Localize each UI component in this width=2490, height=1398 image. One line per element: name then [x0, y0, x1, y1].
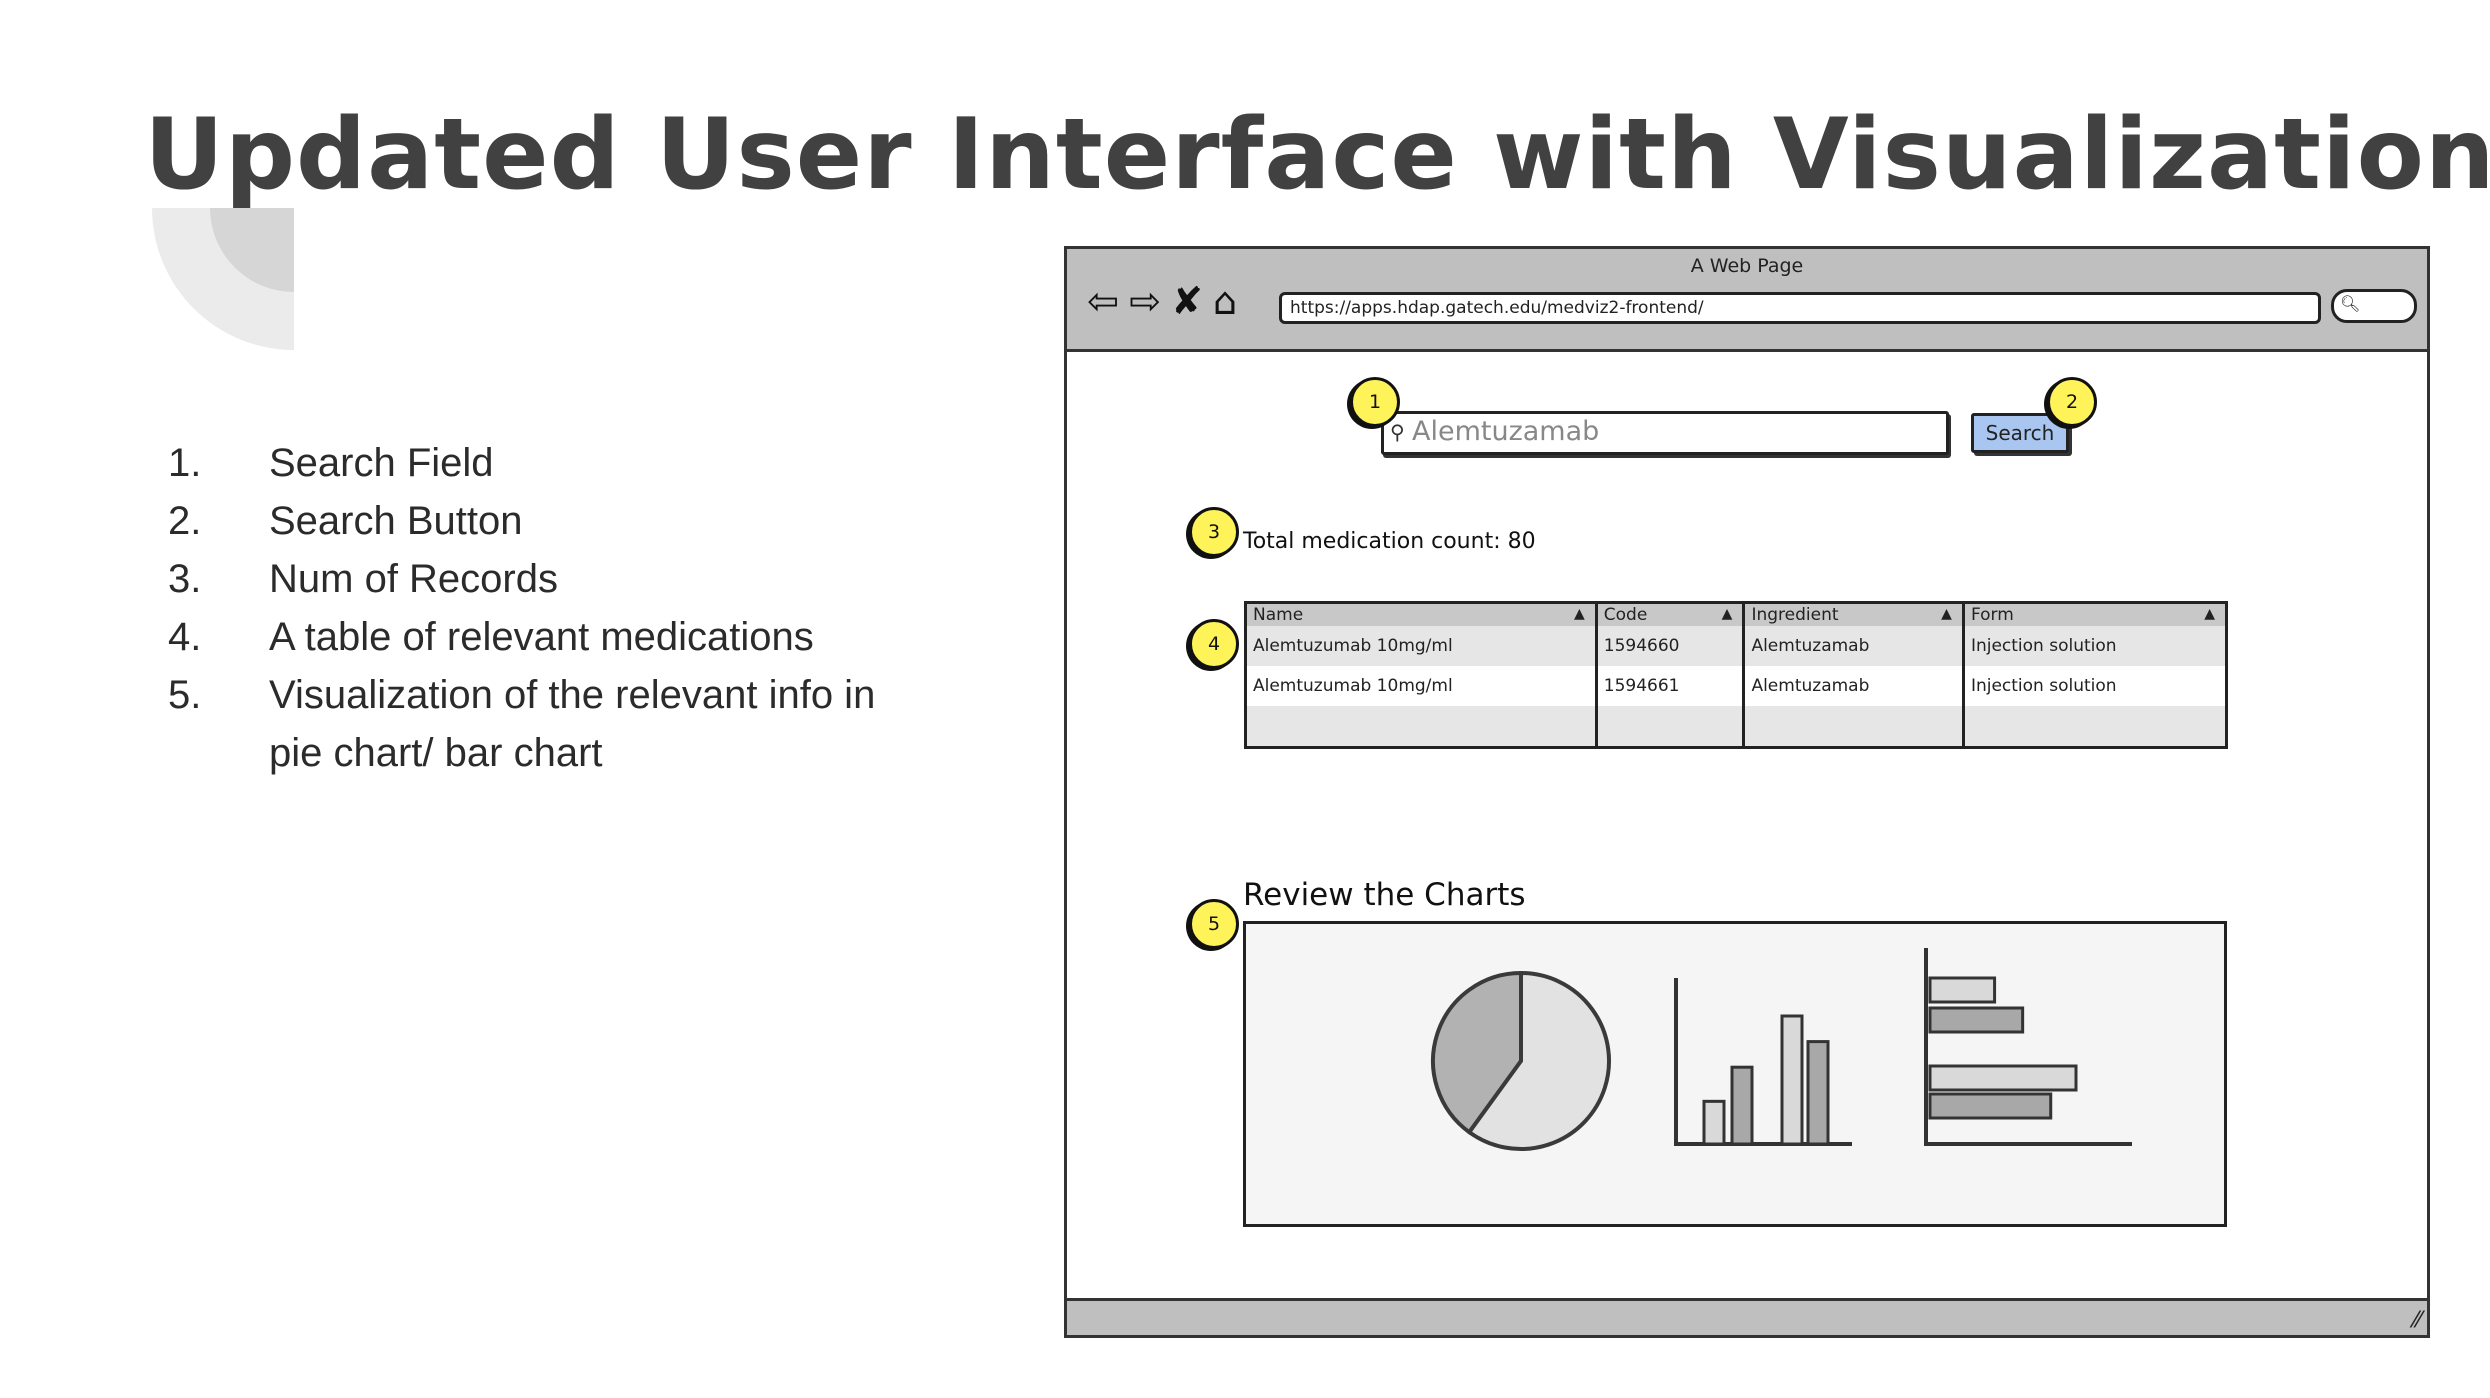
hbar — [1928, 1006, 2025, 1034]
cell-ingredient: Alemtuzamab — [1743, 666, 1965, 706]
browser-window-mockup: A Web Page ⇦ ⇨ ✘ ⌂ https://apps.hdap.gat… — [1064, 246, 2430, 1338]
charts-section-title: Review the Charts — [1243, 877, 1526, 913]
sort-arrow-icon: ▲ — [1721, 606, 1733, 622]
legend-item: 2.Search Button — [168, 499, 523, 543]
browser-status-bar: ⁄⁄ — [1067, 1298, 2427, 1335]
search-button[interactable]: Search — [1971, 413, 2069, 453]
browser-search-field[interactable]: 🔍︎ — [2331, 289, 2417, 323]
column-header-name[interactable]: Name▲ — [1245, 602, 1598, 626]
legend-item: 3.Num of Records — [168, 557, 558, 601]
table-row[interactable]: Alemtuzumab 10mg/ml 1594660 Alemtuzamab … — [1245, 626, 2229, 666]
legend-list: 1.Search Field 2.Search Button 3.Num of … — [168, 434, 909, 782]
home-icon[interactable]: ⌂ — [1212, 279, 1238, 323]
cell-name: Alemtuzumab 10mg/ml — [1245, 626, 1598, 666]
charts-panel — [1243, 921, 2227, 1227]
search-input[interactable]: ⚲ Alemtuzamab — [1381, 411, 1949, 455]
medications-table: Name▲ Code▲ Ingredient▲ Form▲ Alemtuzuma… — [1244, 601, 2229, 749]
search-input-value: Alemtuzamab — [1412, 416, 1600, 447]
annotation-badge-1: 1 — [1350, 377, 1400, 427]
hbar — [1928, 1064, 2078, 1092]
annotation-badge-4: 4 — [1189, 619, 1239, 669]
table-row[interactable]: Alemtuzumab 10mg/ml 1594661 Alemtuzamab … — [1245, 666, 2229, 706]
cell-form: Injection solution — [1963, 666, 2229, 706]
sort-arrow-icon: ▲ — [2204, 606, 2215, 622]
column-header-form[interactable]: Form▲ — [1963, 602, 2229, 626]
legend-item: 1.Search Field — [168, 441, 494, 485]
window-title: A Web Page — [1690, 255, 1804, 277]
legend-item: 5.Visualization of the relevant info in … — [168, 673, 876, 775]
cell-ingredient: Alemtuzamab — [1743, 626, 1965, 666]
cell-name: Alemtuzumab 10mg/ml — [1245, 666, 1598, 706]
hbar — [1928, 1092, 2053, 1120]
bar — [1806, 1040, 1830, 1146]
column-header-ingredient[interactable]: Ingredient▲ — [1743, 602, 1965, 626]
cell-code: 1594660 — [1596, 626, 1746, 666]
charts-svg — [1431, 948, 2132, 1151]
annotation-badge-5: 5 — [1189, 899, 1239, 949]
sort-arrow-icon: ▲ — [1941, 606, 1952, 622]
search-icon: ⚲ — [1390, 420, 1405, 444]
sort-arrow-icon: ▲ — [1574, 606, 1585, 622]
record-count: Total medication count: 80 — [1243, 529, 1536, 554]
pie-slice — [1466, 970, 1611, 1151]
decorative-arc — [152, 208, 294, 350]
forward-arrow-icon[interactable]: ⇨ — [1129, 279, 1161, 323]
bar — [1702, 1099, 1726, 1146]
annotation-badge-3: 3 — [1189, 507, 1239, 557]
cell-code: 1594661 — [1596, 666, 1746, 706]
legend-item: 4.A table of relevant medications — [168, 615, 814, 659]
url-bar[interactable]: https://apps.hdap.gatech.edu/medviz2-fro… — [1279, 292, 2321, 324]
table-row-empty — [1245, 706, 2229, 748]
browser-toolbar: A Web Page ⇦ ⇨ ✘ ⌂ https://apps.hdap.gat… — [1067, 249, 2427, 352]
slide-title: Updated User Interface with Visualizatio… — [144, 98, 2490, 212]
bar — [1780, 1014, 1804, 1146]
close-icon[interactable]: ✘ — [1171, 279, 1203, 323]
annotation-badge-2: 2 — [2047, 377, 2097, 427]
table-header-row: Name▲ Code▲ Ingredient▲ Form▲ — [1245, 602, 2229, 626]
column-header-code[interactable]: Code▲ — [1596, 602, 1746, 626]
resize-grip-icon[interactable]: ⁄⁄ — [2413, 1308, 2421, 1333]
search-icon: 🔍︎ — [2340, 294, 2361, 313]
back-arrow-icon[interactable]: ⇦ — [1087, 279, 1119, 323]
cell-form: Injection solution — [1963, 626, 2229, 666]
hbar-chart-axes — [1924, 948, 2132, 1146]
hbar — [1928, 976, 1997, 1004]
pie-slice — [1431, 970, 1523, 1135]
bar — [1730, 1065, 1754, 1146]
